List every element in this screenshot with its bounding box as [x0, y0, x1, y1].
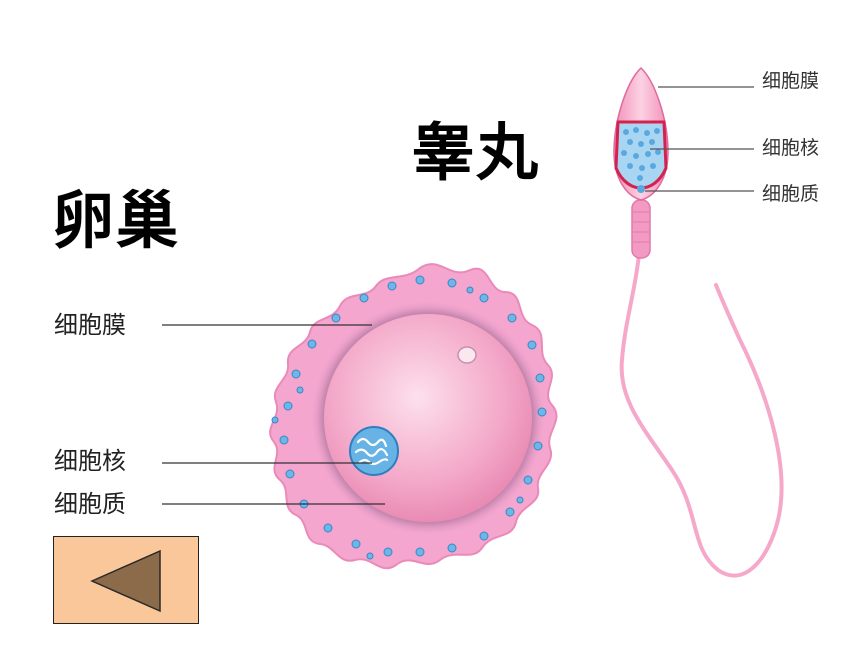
sperm-nucleus-label: 细胞核: [762, 137, 820, 159]
egg-nucleus: [349, 426, 399, 476]
testis-title: 睾丸: [412, 116, 541, 189]
back-button[interactable]: [53, 536, 199, 624]
sperm-cell: [613, 66, 784, 578]
sperm-membrane-label: 细胞膜: [762, 70, 820, 92]
sperm-cytoplasm-dot: [637, 185, 645, 193]
sperm-nucleus-granules: [621, 127, 661, 181]
egg-cytoplasm: [324, 314, 532, 522]
egg-nucleus-label: 细胞核: [54, 447, 126, 475]
egg-membrane-label: 细胞膜: [54, 311, 126, 339]
corona-granules: [271, 275, 547, 560]
polar-body: [457, 346, 477, 364]
egg-cytoplasm-label: 细胞质: [54, 490, 126, 518]
sperm-midpiece: [631, 199, 651, 259]
ovary-title: 卵巢: [52, 184, 181, 257]
sperm-tail: [619, 243, 784, 578]
midpiece-rings: [633, 211, 649, 243]
egg-cell: [269, 263, 558, 570]
sperm-leader-lines: [645, 86, 754, 192]
sperm-cytoplasm-label: 细胞质: [762, 183, 820, 205]
egg-leader-lines: [162, 324, 385, 505]
left-triangle-icon: [90, 549, 161, 613]
